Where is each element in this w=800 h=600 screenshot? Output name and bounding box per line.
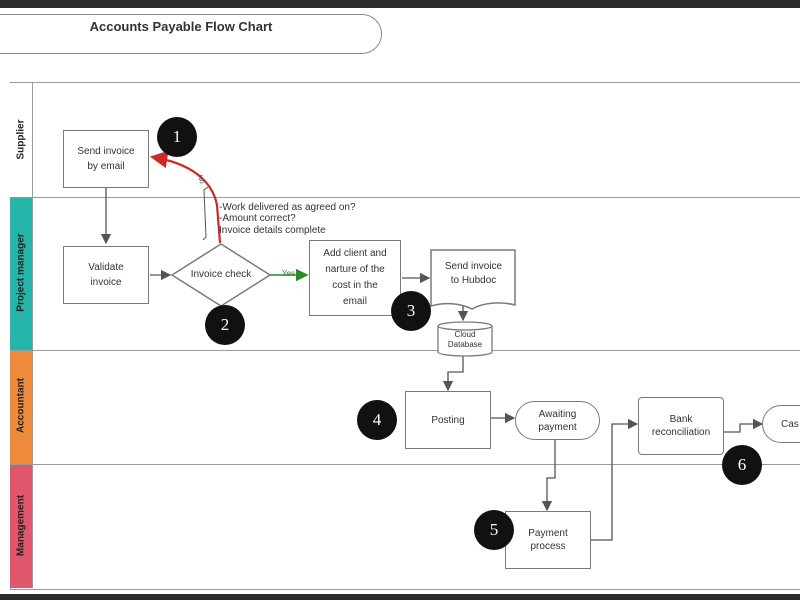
edge-db-to-posting [442,355,464,392]
lane-divider [10,464,800,465]
diagram-title: Accounts Payable Flow Chart [89,19,273,34]
node-add-client: Add client and narture of the cost in th… [309,240,401,316]
check-note-3: Invoice details complete [219,225,326,236]
node-cloud-database-label: Cloud Database [447,330,483,350]
step-badge-6: 6 [722,445,762,485]
bottom-border [0,594,800,600]
step-badge-4: 4 [357,400,397,440]
top-border [0,0,800,8]
node-awaiting-payment: Awaiting payment [515,401,600,440]
lane-divider [10,350,800,351]
lane-tab-management [10,465,33,588]
node-invoice-check-label: Invoice check [190,269,252,280]
edge-payment-to-bank [591,418,639,541]
node-bank-reconciliation: Bank reconciliation [638,397,724,455]
step-badge-2: 2 [205,305,245,345]
lane-divider [10,197,800,198]
node-validate-invoice: Validate invoice [63,246,149,304]
notes-bracket [202,186,209,241]
edge-check-to-send-no [149,150,222,244]
node-posting: Posting [405,391,491,449]
node-payment-process: Payment process [505,511,591,569]
node-send-invoice: Send invoice by email [63,130,149,188]
edge-bank-to-cash [724,418,764,433]
step-badge-5: 5 [474,510,514,550]
edge-awaiting-to-payment [541,440,556,512]
step-badge-1: 1 [157,117,197,157]
lane-tab-supplier [10,83,33,197]
node-cash: Cas [762,405,800,443]
lane-tab-accountant [10,351,33,464]
step-badge-3: 3 [391,291,431,331]
node-send-hubdoc-label: Send invoice to Hubdoc [444,261,503,286]
check-note-2: -Amount correct? [219,213,296,224]
lane-tab-project-manager [10,198,33,350]
edge-label-yes: Yes [282,269,296,278]
title-box: Accounts Payable Flow Chart [0,14,382,54]
node-send-hubdoc-shape [430,249,516,310]
check-note-1: -Work delivered as agreed on? [219,202,356,213]
node-cloud-database-shape [437,321,493,357]
